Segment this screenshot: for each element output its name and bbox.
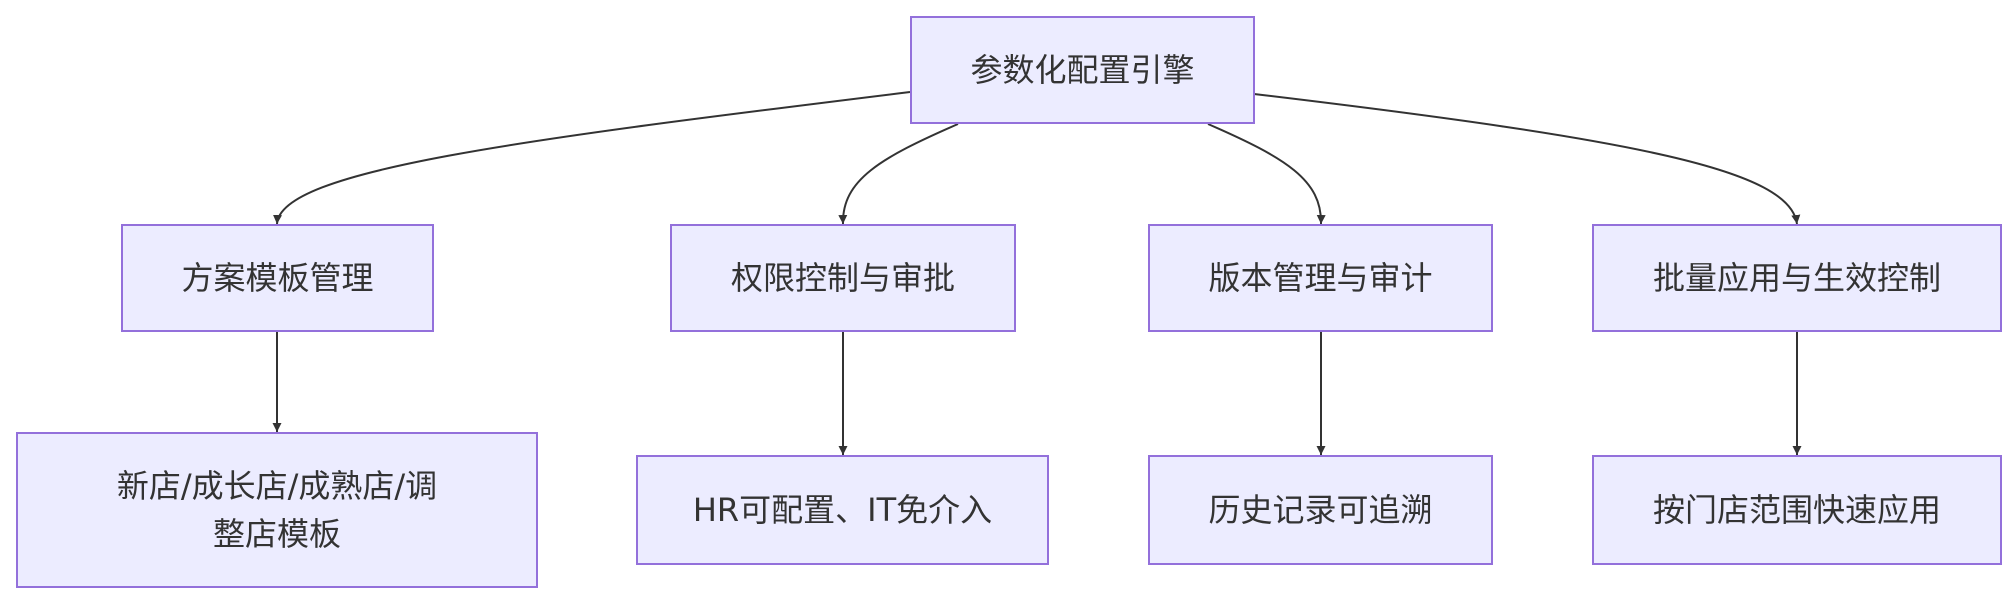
- root-node: 参数化配置引擎: [910, 16, 1255, 124]
- branch-node-version: 版本管理与审计: [1148, 224, 1493, 332]
- edge-root-to-version: [1207, 123, 1326, 225]
- branch-node-permission-label: 权限控制与审批: [730, 259, 955, 297]
- edge-root-to-template: [273, 91, 911, 225]
- leaf-node-batch-label: 按门店范围快速应用: [1652, 491, 1941, 529]
- root-node-label: 参数化配置引擎: [970, 51, 1195, 89]
- leaf-node-batch: 按门店范围快速应用: [1592, 455, 2002, 565]
- edge-root-to-permission: [838, 123, 959, 225]
- branch-node-batch: 批量应用与生效控制: [1592, 224, 2002, 332]
- leaf-node-version-label: 历史记录可追溯: [1208, 491, 1433, 529]
- branch-node-template: 方案模板管理: [121, 224, 434, 332]
- branch-node-batch-label: 批量应用与生效控制: [1652, 259, 1941, 297]
- leaf-node-template-label: 新店/成长店/成熟店/调整店模板: [116, 467, 438, 553]
- leaf-node-permission-label: HR可配置、IT免介入: [692, 491, 993, 529]
- branch-node-template-label: 方案模板管理: [181, 259, 374, 297]
- branch-node-version-label: 版本管理与审计: [1208, 259, 1433, 297]
- leaf-node-version: 历史记录可追溯: [1148, 455, 1493, 565]
- leaf-node-template: 新店/成长店/成熟店/调整店模板: [16, 432, 538, 588]
- edge-root-to-batch: [1253, 93, 1801, 225]
- leaf-node-permission: HR可配置、IT免介入: [636, 455, 1049, 565]
- branch-node-permission: 权限控制与审批: [670, 224, 1016, 332]
